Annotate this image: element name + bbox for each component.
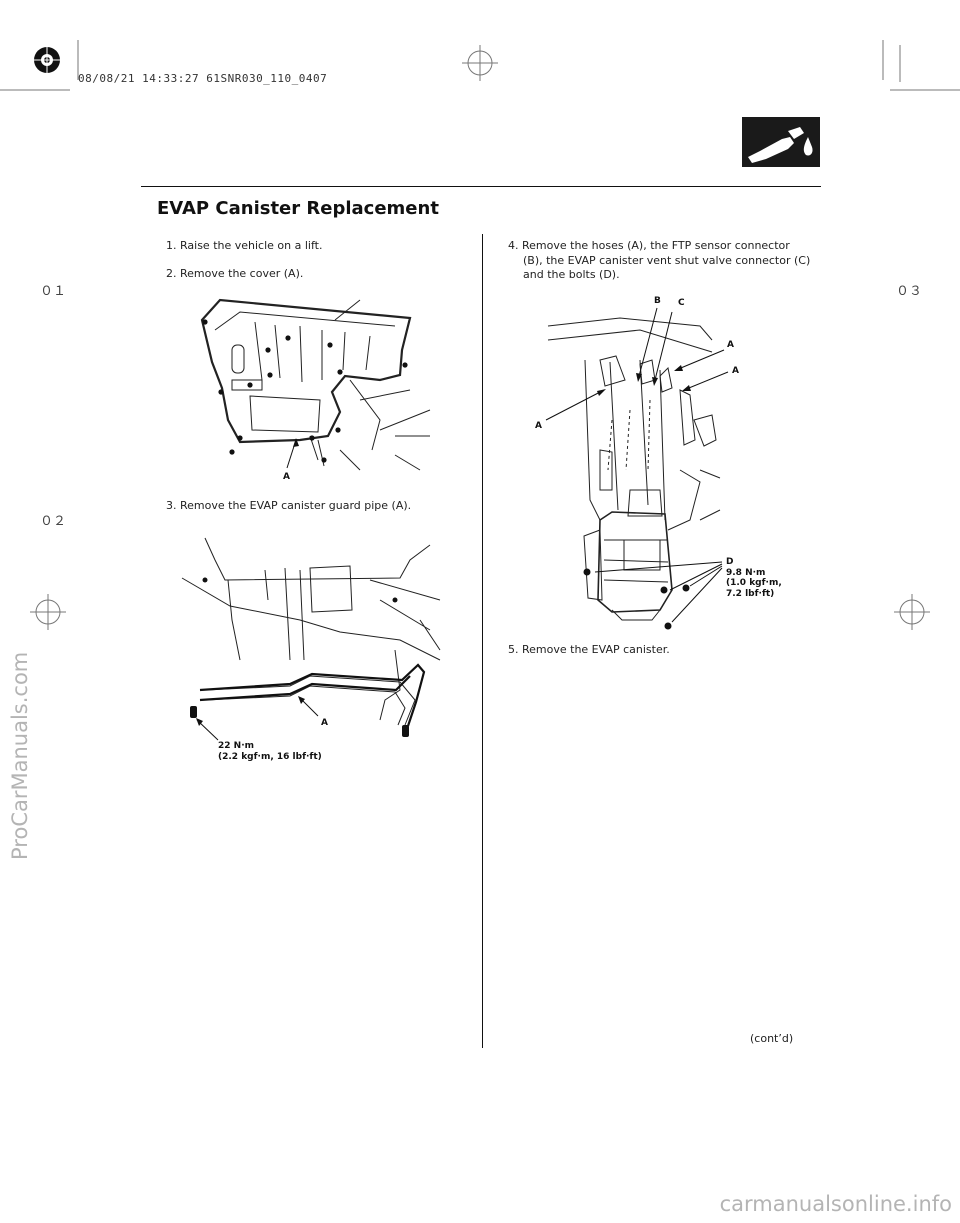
torque-line-2: (1.0 kgf·m, <box>726 578 782 588</box>
step-text: Remove the cover (A). <box>180 267 304 280</box>
canister-label-a-left: A <box>535 421 542 431</box>
step-number: 3. <box>166 499 177 512</box>
watermark-bottom: carmanualsonline.info <box>719 1192 952 1216</box>
canister-label-d: D <box>726 557 734 567</box>
step-1: 1. Raise the vehicle on a lift. <box>166 239 322 254</box>
canister-torque-spec: D 9.8 N·m (1.0 kgf·m, 7.2 lbf·ft) <box>726 557 782 599</box>
fuel-nozzle-icon <box>742 117 820 167</box>
canister-label-a-upper: A <box>727 340 734 350</box>
torque-line-2: (2.2 kgf·m, 16 lbf·ft) <box>218 751 322 762</box>
step-2: 2. Remove the cover (A). <box>166 267 303 282</box>
side-mark-left-bottom: ０２ <box>40 514 67 529</box>
step-text-line-2: (B), the EVAP canister vent shut valve c… <box>523 253 811 267</box>
header-rule <box>141 186 821 187</box>
guard-pipe-label-a: A <box>321 718 328 728</box>
step-number: 4. <box>508 239 519 252</box>
guard-pipe-torque-spec: 22 N·m (2.2 kgf·m, 16 lbf·ft) <box>218 741 322 762</box>
step-number: 2. <box>166 267 177 280</box>
column-divider <box>482 234 483 1048</box>
step-text: Remove the EVAP canister guard pipe (A). <box>180 499 412 512</box>
print-timestamp: 08/08/21 14:33:27 61SNR030_110_0407 <box>78 72 328 85</box>
step-4: 4. Remove the hoses (A), the FTP sensor … <box>508 239 810 283</box>
side-mark-left-top: ０１ <box>40 284 67 299</box>
canister-label-b: B <box>654 296 661 306</box>
step-text-line-3: and the bolts (D). <box>523 268 620 281</box>
step-3: 3. Remove the EVAP canister guard pipe (… <box>166 499 411 514</box>
side-mark-right-top: ０３ <box>896 284 923 299</box>
step-text: Raise the vehicle on a lift. <box>180 239 323 252</box>
torque-line-1: 9.8 N·m <box>726 567 766 578</box>
step-text: Remove the hoses (A), the FTP sensor con… <box>522 239 790 252</box>
canister-label-c: C <box>678 298 685 308</box>
torque-line-3: 7.2 lbf·ft) <box>726 588 775 599</box>
cover-label-a: A <box>283 472 290 482</box>
step-number: 1. <box>166 239 177 252</box>
step-5: 5. Remove the EVAP canister. <box>508 643 670 658</box>
torque-line-1: 22 N·m <box>218 741 254 751</box>
continued-note: (cont’d) <box>750 1032 794 1045</box>
canister-label-a-middle: A <box>732 366 739 376</box>
page-title: EVAP Canister Replacement <box>157 198 439 219</box>
step-text: Remove the EVAP canister. <box>522 643 670 656</box>
watermark-left: ProCarManuals.com <box>8 651 32 860</box>
step-number: 5. <box>508 643 519 656</box>
